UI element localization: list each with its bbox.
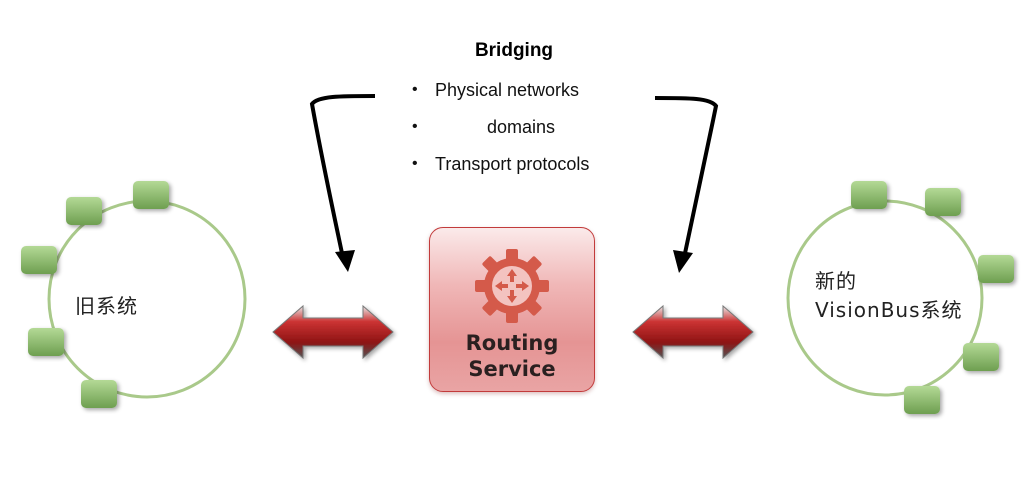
new-system-node	[978, 255, 1014, 283]
old-system-ring	[21, 181, 247, 408]
routing-service-title-line1: Routing	[465, 331, 559, 355]
old-system-node	[28, 328, 64, 356]
bridging-item-label: Physical networks	[435, 80, 580, 100]
bullet-icon: •	[412, 155, 418, 172]
old-system-node	[133, 181, 169, 209]
old-system-node	[21, 246, 57, 274]
old-system-node	[81, 380, 117, 408]
bridging-item-physical-networks: • Physical networks	[410, 78, 589, 115]
routing-service-box: Routing Service	[429, 227, 595, 392]
right-bracket-arrow	[654, 96, 719, 273]
new-system-node	[851, 181, 887, 209]
bridging-item-label: domains	[487, 117, 556, 137]
routing-service-title-line2: Service	[468, 357, 556, 381]
bullet-icon: •	[412, 118, 418, 135]
new-system-node	[963, 343, 999, 371]
left-bracket-arrow	[309, 94, 376, 272]
bridging-title: Bridging	[474, 40, 554, 61]
new-system-label-line1: 新的	[815, 269, 857, 293]
new-system-node	[925, 188, 961, 216]
new-system-node	[904, 386, 940, 414]
bridging-item-transport-protocols: • Transport protocols	[410, 152, 589, 189]
bullet-icon: •	[412, 81, 418, 98]
new-system-ring	[786, 181, 1014, 414]
bridging-item-domains: • domains	[410, 115, 589, 152]
left-double-arrow	[272, 304, 394, 360]
bridging-item-label: Transport protocols	[435, 154, 590, 174]
right-double-arrow	[632, 304, 754, 360]
bridging-list: • Physical networks • domains • Transpor…	[410, 78, 589, 189]
old-system-label: 旧系统	[75, 294, 138, 318]
new-system-label-line2: VisionBus系统	[815, 298, 963, 322]
old-system-node	[66, 197, 102, 225]
gear-icon	[475, 249, 549, 323]
